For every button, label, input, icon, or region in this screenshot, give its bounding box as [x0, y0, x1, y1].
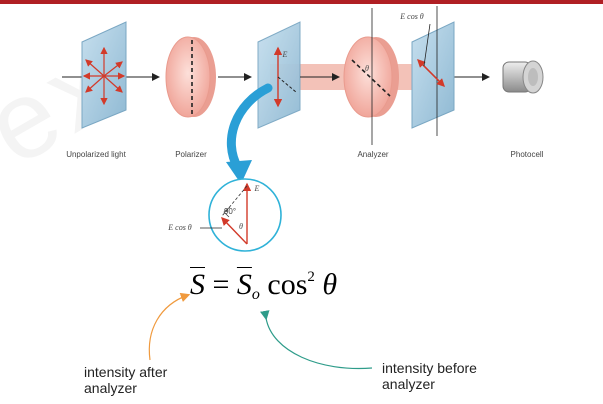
label-inset-angle: 90° [223, 207, 237, 216]
label-photocell: Photocell [510, 150, 544, 159]
label-polarizer: Polarizer [175, 150, 207, 159]
polarized-plate [257, 21, 301, 129]
formula-cos: cos [259, 268, 308, 301]
formula-subscript: o [251, 286, 260, 303]
note-intensity-after: intensity after analyzer [84, 364, 168, 396]
label-inset-theta: θ [239, 222, 243, 231]
polarizer-lens [165, 36, 216, 118]
after-pointer-curve [148, 292, 191, 361]
label-unpolarized-light: Unpolarized light [66, 150, 126, 159]
photocell [502, 60, 544, 94]
analyzer-lens [343, 8, 399, 145]
label-inset-e-cos-theta: E cos θ [168, 223, 192, 232]
analyzer-plate [411, 6, 455, 136]
formula-equals: = [205, 268, 237, 301]
label-e-top: E [282, 50, 288, 59]
label-theta-analyzer: θ [365, 64, 369, 73]
unpolarized-plate [81, 21, 127, 129]
inset-circle [200, 178, 282, 252]
zoom-arrow [226, 83, 273, 184]
before-pointer-curve [260, 310, 373, 370]
note-intensity-before: intensity before analyzer [382, 360, 477, 392]
label-inset-e: E [254, 184, 260, 193]
label-analyzer: Analyzer [357, 150, 389, 159]
formula-rhs-s: S [236, 268, 252, 301]
top-accent-rule [0, 0, 603, 4]
formula-power: 2 [307, 269, 315, 285]
intensity-formula: S = So cos2 θ [190, 268, 337, 304]
formula-lhs: S [190, 268, 205, 301]
formula-theta: θ [314, 268, 338, 301]
label-e-cos-theta-top: E cos θ [400, 12, 424, 21]
